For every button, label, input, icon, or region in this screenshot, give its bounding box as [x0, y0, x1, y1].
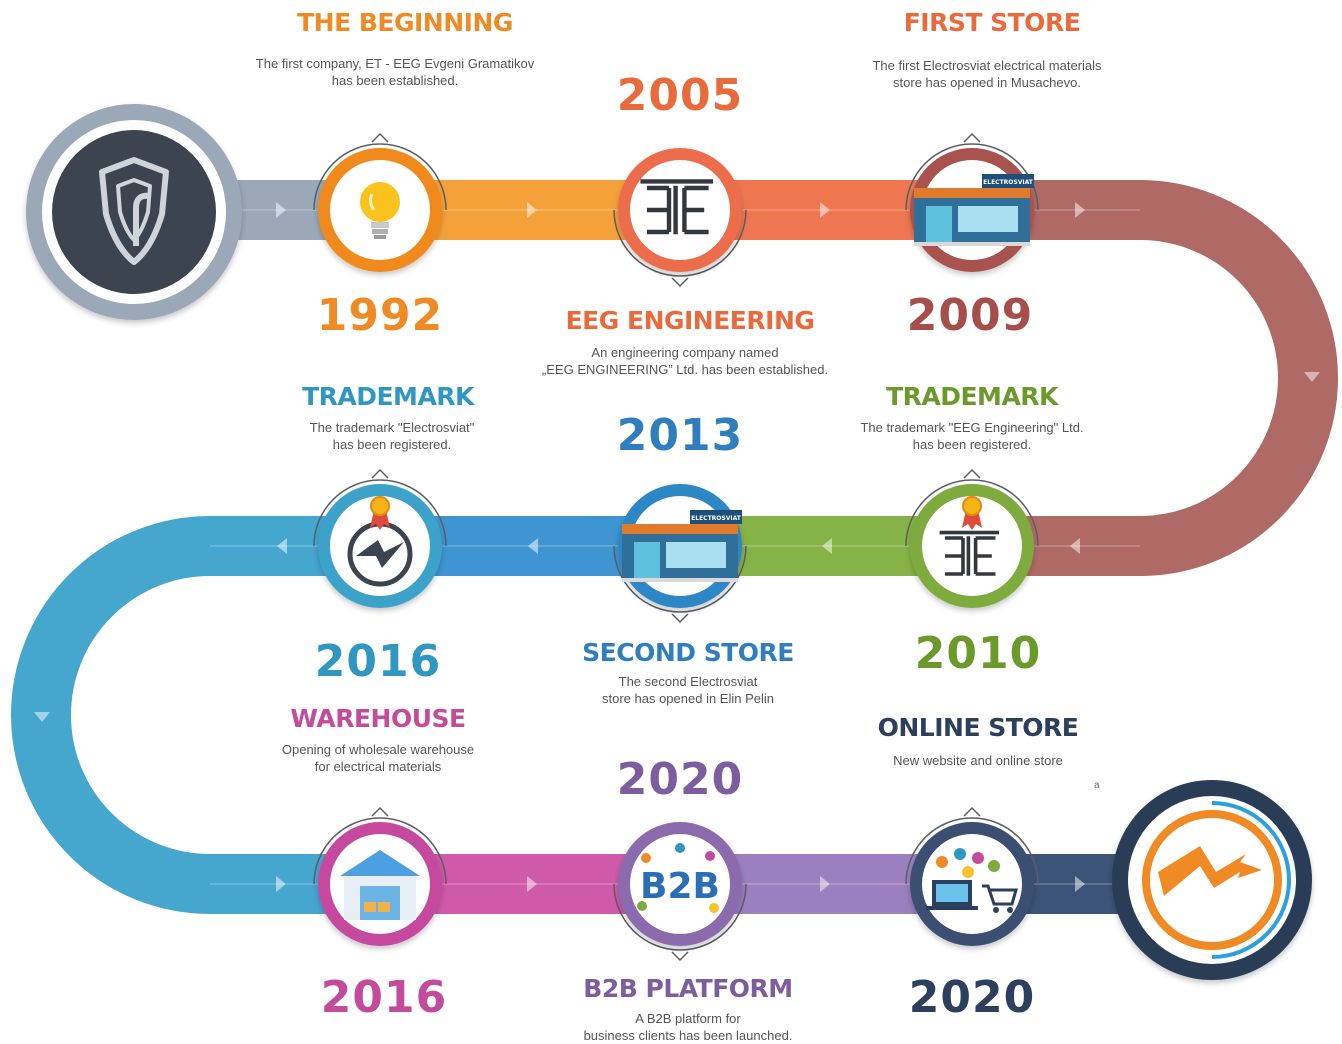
description-line: The first company, ET - EEG Evgeni Grama…	[255, 56, 535, 71]
arrow-right-icon	[527, 876, 537, 892]
award-ribbon-icon	[370, 496, 390, 530]
description-line: An engineering company named	[591, 345, 779, 360]
milestone-node-b2b-platform: B2B	[613, 822, 747, 962]
milestone-description: The first Electrosviat electrical materi…	[872, 57, 1101, 91]
arrow-down-icon	[1304, 372, 1320, 382]
warehouse-icon	[340, 850, 420, 920]
arrow-right-icon	[1075, 202, 1085, 218]
milestone-node-beginning	[313, 132, 447, 272]
milestone-description: Opening of wholesale warehouse for electr…	[282, 741, 474, 775]
description-line: business clients has been launched.	[583, 1028, 793, 1043]
description-line: store has opened in Elin Pelin	[601, 691, 775, 706]
milestone-description: The trademark "EEG Engineering" Ltd. has …	[860, 419, 1083, 453]
b2b-icon: B2B	[637, 843, 720, 913]
milestone-year: 2020	[616, 754, 744, 805]
lightbulb-icon	[360, 182, 400, 239]
stray-mark: a	[1094, 780, 1100, 791]
arrow-right-icon	[820, 876, 830, 892]
arrow-left-icon	[822, 538, 832, 554]
description-line: has been registered.	[332, 437, 452, 452]
milestone-description: New website and online store	[893, 752, 1063, 769]
milestone-title: THE BEGINNING	[297, 8, 513, 37]
arrow-right-icon	[820, 202, 830, 218]
milestone-year: 2005	[616, 70, 744, 121]
milestone-description: An engineering company named „EEG ENGINEE…	[542, 344, 828, 378]
description-line: has been registered.	[912, 437, 1032, 452]
milestone-year: 1992	[316, 290, 444, 341]
milestone-title: SECOND STORE	[582, 638, 794, 667]
milestone-title: B2B PLATFORM	[583, 974, 793, 1003]
milestone-year: 2009	[906, 290, 1034, 341]
milestone-description: The second Electrosviat store has opened …	[602, 673, 774, 707]
milestone-description: A B2B platform for business clients has b…	[584, 1010, 793, 1044]
lightning-logo-icon	[1142, 810, 1282, 950]
milestone-node-warehouse	[313, 806, 447, 946]
milestone-year: 2013	[616, 410, 744, 461]
online-store-icon	[926, 848, 1018, 913]
eeg-trademark-icon	[939, 530, 1000, 576]
milestone-node-trademark-electrosviat	[313, 468, 447, 608]
milestone-title: TRADEMARK	[886, 382, 1058, 411]
arrow-left-icon	[528, 538, 538, 554]
store-sign-label: ELECTROSVIAT	[691, 515, 742, 522]
milestone-node-online-store	[905, 806, 1039, 946]
store-sign-label: ELECTROSVIAT	[983, 179, 1034, 186]
store-icon: ELECTROSVIAT	[914, 174, 1034, 246]
description-line: store has opened in Musachevo.	[893, 75, 1081, 90]
arrow-right-icon	[1075, 876, 1085, 892]
description-line: „EEG ENGINEERING” Ltd. has been establis…	[541, 362, 829, 377]
arrow-left-icon	[277, 538, 287, 554]
end-node	[1112, 780, 1312, 980]
description-line: The trademark "EEG Engineering" Ltd.	[860, 420, 1084, 435]
milestone-year: 2016	[314, 636, 442, 687]
milestone-year: 2020	[908, 972, 1036, 1023]
description-line: Opening of wholesale warehouse	[281, 742, 475, 757]
milestone-description: The first company, ET - EEG Evgeni Grama…	[256, 55, 534, 89]
store-icon: ELECTROSVIAT	[622, 510, 742, 582]
arrow-down-icon	[34, 712, 50, 722]
milestone-year: 2010	[914, 628, 1042, 679]
milestone-year: 2016	[320, 972, 448, 1023]
milestone-description: The trademark "Electrosviat" has been reg…	[310, 419, 475, 453]
arrow-right-icon	[276, 202, 286, 218]
description-line: New website and online store	[893, 753, 1063, 768]
description-line: The first Electrosviat electrical materi…	[872, 58, 1102, 73]
shield-logo-icon	[99, 157, 169, 265]
track-arc-left	[11, 516, 211, 914]
description-line: The trademark "Electrosviat"	[309, 420, 475, 435]
milestone-node-second-store: ELECTROSVIAT	[613, 484, 747, 624]
milestone-node-eeg-engineering	[613, 148, 747, 288]
milestone-title: ONLINE STORE	[877, 713, 1079, 742]
description-line: The second Electrosviat	[618, 674, 758, 689]
milestone-title: WAREHOUSE	[290, 704, 466, 733]
milestone-title: EEG ENGINEERING	[565, 306, 815, 335]
milestone-node-first-store: ELECTROSVIAT	[905, 132, 1039, 272]
milestone-node-trademark-eeg	[905, 468, 1039, 608]
arrow-right-icon	[276, 876, 286, 892]
award-ribbon-icon	[962, 496, 982, 530]
description-line: has been established.	[331, 73, 459, 88]
b2b-label: B2B	[640, 866, 720, 907]
description-line: A B2B platform for	[635, 1011, 741, 1026]
direction-arrows	[34, 202, 1320, 892]
eeg-logo-icon	[640, 179, 714, 235]
arrow-right-icon	[527, 202, 537, 218]
description-line: for electrical materials	[314, 759, 442, 774]
start-node	[26, 104, 242, 320]
track-arc-right	[1139, 180, 1338, 576]
milestone-title: FIRST STORE	[903, 8, 1081, 37]
arrow-left-icon	[1070, 538, 1080, 554]
milestone-title: TRADEMARK	[302, 382, 474, 411]
